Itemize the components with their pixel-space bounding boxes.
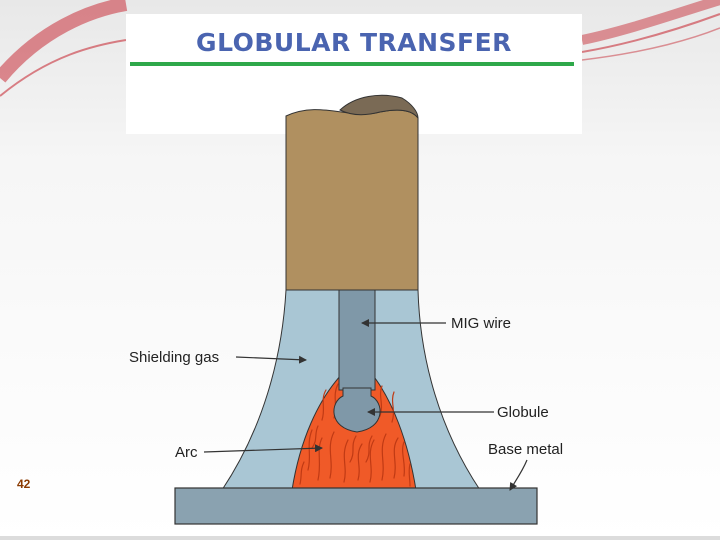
title-underline — [130, 62, 574, 66]
globule — [333, 387, 381, 433]
contact-tube-cut-face — [339, 94, 419, 120]
leader-arc — [203, 444, 323, 453]
base-metal-plate — [174, 487, 538, 525]
bottom-rule — [0, 536, 720, 540]
slide-number: 42 — [17, 477, 31, 491]
leader-shielding-gas — [235, 355, 307, 364]
label-leaders — [203, 319, 528, 491]
label-mig-wire: MIG wire — [451, 315, 511, 332]
leader-base-metal — [509, 459, 528, 491]
label-base-metal: Base metal — [488, 441, 564, 458]
contact-tube — [285, 109, 419, 291]
mig-wire — [338, 289, 376, 391]
decorative-swooshes — [0, 0, 720, 97]
label-globule: Globule — [497, 404, 549, 421]
label-arc: Arc — [175, 444, 198, 461]
label-shielding-gas: Shielding gas — [129, 349, 220, 366]
figure-title: GLOBULAR TRANSFER — [196, 28, 512, 57]
